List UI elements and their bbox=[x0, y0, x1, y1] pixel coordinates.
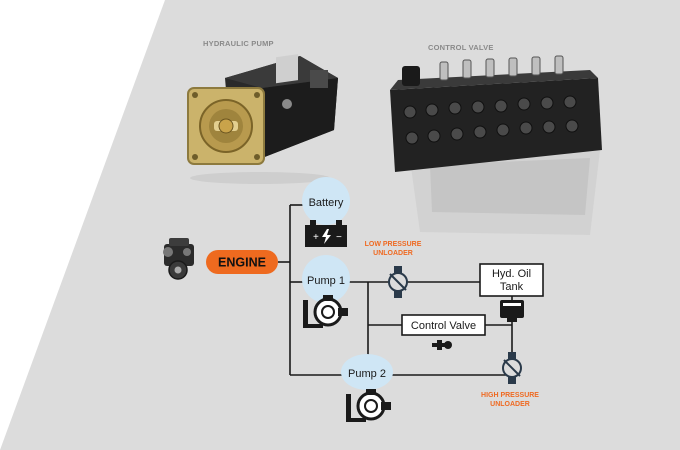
battery-node: Battery + − bbox=[302, 177, 350, 247]
pump-2-label: Pump 2 bbox=[348, 368, 386, 380]
hydraulic-pump-label: HYDRAULIC PUMP bbox=[203, 39, 274, 48]
control-valve-node-label: Control Valve bbox=[411, 320, 476, 332]
engine-label: ENGINE bbox=[218, 256, 266, 270]
high-pressure-label-line2: UNLOADER bbox=[490, 401, 530, 408]
pump-2-node: Pump 2 bbox=[341, 354, 393, 422]
high-pressure-unloader: HIGH PRESSURE UNLOADER bbox=[481, 352, 539, 408]
pump-1-label: Pump 1 bbox=[307, 275, 345, 287]
unloader-valve-icon bbox=[388, 266, 408, 298]
tank-icon bbox=[500, 300, 524, 322]
engine-icon bbox=[163, 238, 194, 280]
svg-text:−: − bbox=[336, 232, 342, 243]
high-pressure-label-line1: HIGH PRESSURE bbox=[481, 392, 539, 399]
control-valve-icon bbox=[432, 340, 452, 350]
pump-2-icon bbox=[346, 389, 391, 422]
low-pressure-label-line2: UNLOADER bbox=[373, 250, 413, 257]
low-pressure-unloader: LOW PRESSURE UNLOADER bbox=[365, 241, 422, 298]
engine-badge bbox=[206, 250, 278, 274]
low-pressure-label-line1: LOW PRESSURE bbox=[365, 241, 422, 248]
hydraulic-pump-photo: HYDRAULIC PUMP bbox=[187, 39, 338, 184]
hydraulic-oil-tank-node: Hyd. Oil Tank bbox=[479, 263, 544, 322]
engine-node: ENGINE bbox=[163, 238, 278, 280]
control-valve-node: Control Valve bbox=[401, 314, 486, 350]
tank-label-line1: Hyd. Oil bbox=[492, 268, 531, 280]
tank-label-line2: Tank bbox=[500, 281, 524, 293]
unloader-valve-icon bbox=[502, 352, 522, 384]
control-valve-photo: CONTROL VALVE bbox=[390, 43, 602, 235]
battery-label: Battery bbox=[309, 197, 344, 209]
control-valve-label: CONTROL VALVE bbox=[428, 43, 494, 52]
battery-icon: + − bbox=[305, 220, 347, 247]
pump-1-icon bbox=[303, 295, 348, 328]
pump-1-node: Pump 1 bbox=[302, 255, 350, 328]
svg-text:+: + bbox=[313, 232, 319, 243]
